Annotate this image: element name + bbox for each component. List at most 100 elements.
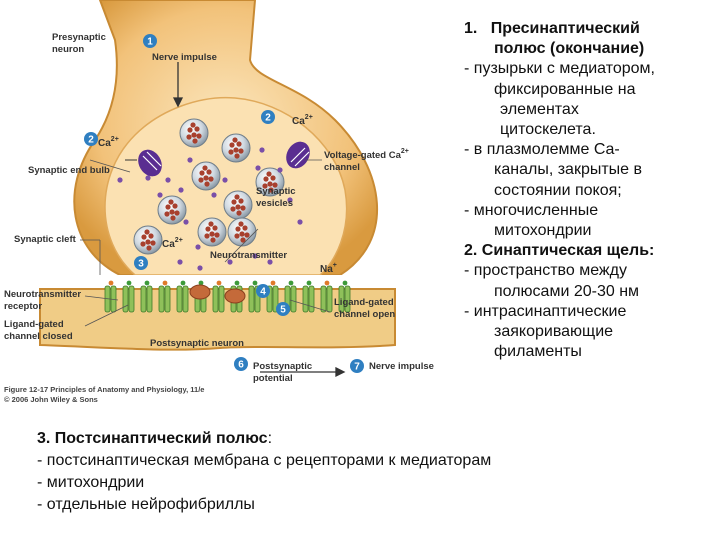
item-filaments-2: заякоривающие	[494, 323, 614, 341]
label-voltage-gated-2: channel	[324, 162, 360, 173]
label-ca-left: Ca2+	[98, 136, 119, 149]
nt-dot	[252, 253, 258, 259]
item-vesicles: - пузырьки с медиатором,	[464, 60, 655, 78]
label-na: Na+	[320, 262, 337, 275]
vesicle	[191, 161, 221, 191]
figure-caption-1: Figure 12-17 Principles of Anatomy and P…	[4, 385, 204, 394]
step-marker: 7	[350, 359, 364, 373]
nt-dot	[145, 175, 151, 181]
nt-dot	[227, 259, 233, 265]
label-postsynaptic-potential-1: Postsynaptic	[253, 361, 312, 372]
nt-dot	[117, 177, 123, 183]
step-markers: 1 2 2 3 45 6 7	[84, 34, 364, 373]
step-marker: 4	[256, 284, 270, 298]
heading-presynaptic-title: Пресинаптический	[490, 20, 640, 37]
mitochondrion	[224, 288, 246, 304]
item-vesicles-2: фиксированные на	[494, 80, 636, 98]
label-presynaptic-2: neuron	[52, 44, 84, 55]
vesicle	[227, 217, 257, 247]
label-presynaptic-1: Presynaptic	[52, 32, 106, 43]
ca-channel-right	[286, 141, 310, 169]
ca-channel-left	[138, 149, 162, 177]
nt-dot	[197, 265, 203, 271]
vesicle	[133, 225, 163, 255]
step-marker: 2	[261, 110, 275, 124]
item-space: - пространство между	[464, 262, 627, 280]
item-filaments-3: филаменты	[494, 343, 582, 361]
nt-dot	[183, 219, 189, 225]
nt-dot	[165, 177, 171, 183]
heading-postsynaptic-title: Постсинаптический полюс	[54, 430, 268, 447]
item-ca-channels: - в плазмолемме Ca-	[464, 141, 620, 159]
synaptic-vesicles	[133, 118, 285, 255]
item-ca-channels-2: каналы, закрытые в	[494, 161, 643, 179]
step-marker: 3	[134, 256, 148, 270]
receptor-channel	[212, 280, 225, 313]
label-ligand-closed-1: Ligand-gated	[4, 319, 64, 330]
receptor-channel	[122, 280, 135, 313]
step-number: 3	[138, 259, 144, 270]
item-filaments: - интрасинаптические	[464, 302, 627, 320]
nt-dot	[187, 157, 193, 163]
nt-dot	[255, 165, 261, 171]
nt-dot	[297, 219, 303, 225]
heading-cleft-title: Синаптическая щель:	[481, 242, 655, 260]
nt-dot	[211, 192, 217, 198]
vesicle	[197, 217, 227, 247]
step-number: 6	[238, 360, 244, 371]
heading-presynaptic-cont: полюс (окончание)	[494, 40, 645, 58]
step-marker: 5	[276, 302, 290, 316]
vesicle	[221, 133, 251, 163]
item-mitochondria: - многочисленные	[464, 201, 599, 219]
step-number: 7	[354, 362, 360, 373]
step-number: 2	[265, 113, 271, 124]
label-postsynaptic-neuron: Postsynaptic neuron	[150, 338, 244, 349]
neurotransmitter-dots	[117, 147, 303, 271]
receptor-channel	[266, 280, 279, 313]
receptor-channel	[158, 280, 171, 313]
arrows	[125, 62, 346, 378]
label-postsynaptic-potential-2: potential	[253, 373, 293, 384]
label-nt-receptor-2: receptor	[4, 301, 42, 312]
label-synaptic-cleft: Synaptic cleft	[14, 234, 77, 245]
nt-dot	[287, 197, 293, 203]
nt-dot	[277, 167, 283, 173]
item-mitochondria-2: митохондрии	[494, 222, 592, 240]
step-marker: 6	[234, 357, 248, 371]
vesicle	[179, 118, 209, 148]
label-synaptic-vesicles-2: vesicles	[256, 198, 293, 209]
step-marker: 1	[143, 34, 157, 48]
receptor-channel	[140, 280, 153, 313]
label-synaptic-end-bulb: Synaptic end bulb	[28, 165, 110, 176]
presynaptic-description: 1. Пресинаптический полюс (окончание) - …	[464, 19, 716, 362]
nt-dot	[157, 192, 163, 198]
receptor-channel	[176, 280, 189, 313]
label-neurotransmitter: Neurotransmitter	[210, 250, 287, 261]
item-space-2: полюсами 20-30 нм	[494, 282, 640, 300]
receptor-channel	[338, 280, 351, 313]
receptor-channel	[302, 280, 315, 313]
nt-dot	[267, 259, 273, 265]
nt-dot	[195, 244, 201, 250]
item-neurofibrils: - отдельные нейрофибриллы	[37, 496, 255, 513]
item-vesicles-4: цитоскелета.	[500, 121, 596, 139]
heading-cleft: 2. Синаптическая щель:	[464, 242, 655, 260]
heading-presynaptic: 1. Пресинаптический	[464, 20, 640, 37]
label-voltage-gated-1: Voltage-gated Ca2+	[324, 148, 409, 161]
label-ligand-open-1: Ligand-gated	[334, 297, 394, 308]
step-marker: 2	[84, 132, 98, 146]
synapse-diagram: 1 2 2 3 45 6 7 Presynaptic neuron Nerve impuls…	[4, 0, 434, 404]
presynaptic-end-bulb	[73, 0, 379, 276]
vesicle	[223, 190, 253, 220]
heading-postsynaptic: 3. Постсинаптический полюс:	[37, 430, 273, 447]
label-synaptic-vesicles-1: Synaptic	[256, 186, 296, 197]
label-nerve-impulse-bottom: Nerve impulse	[369, 361, 434, 372]
figure-caption-2: © 2006 John Wiley & Sons	[4, 395, 98, 404]
vesicle	[157, 195, 187, 225]
mitochondrion	[189, 284, 211, 300]
postsynaptic-description: 3. Постсинаптический полюс: - постсинапт…	[37, 428, 707, 516]
nt-dot	[259, 147, 265, 153]
step-number: 4	[260, 287, 266, 298]
item-postsynaptic-membrane: - постсинаптическая мембрана с рецептора…	[37, 452, 492, 469]
nt-dot	[177, 259, 183, 265]
